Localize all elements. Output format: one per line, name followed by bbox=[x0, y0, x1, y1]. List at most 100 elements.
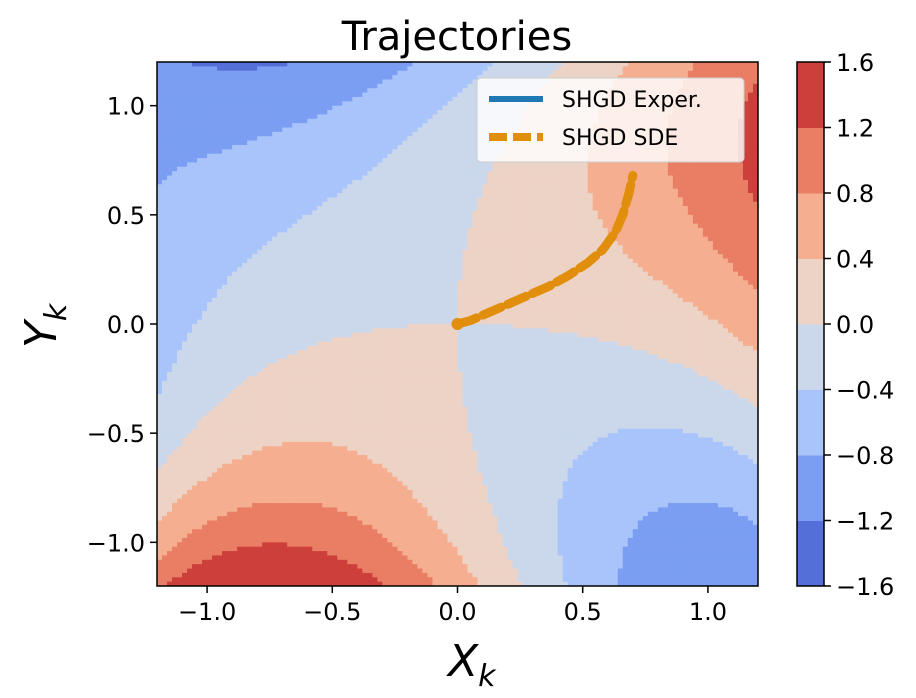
contour-cell bbox=[287, 485, 293, 491]
contour-cell bbox=[197, 424, 203, 430]
contour-cell bbox=[312, 503, 318, 508]
contour-cell bbox=[222, 310, 228, 316]
contour-cell bbox=[207, 171, 213, 177]
contour-cell bbox=[322, 415, 328, 421]
contour-cell bbox=[157, 197, 163, 203]
contour-cell bbox=[312, 476, 318, 482]
contour-cell bbox=[287, 136, 293, 142]
contour-cell bbox=[197, 271, 203, 277]
contour-cell bbox=[227, 476, 233, 482]
contour-cell bbox=[332, 468, 338, 474]
contour-cell bbox=[322, 476, 328, 482]
contour-cell bbox=[252, 385, 258, 391]
contour-cell bbox=[292, 380, 298, 386]
contour-cell bbox=[247, 214, 253, 220]
contour-cell bbox=[197, 153, 203, 159]
contour-cell bbox=[162, 166, 168, 172]
contour-cell bbox=[342, 485, 348, 491]
contour-cell bbox=[222, 188, 228, 194]
contour-cell bbox=[357, 389, 363, 395]
contour-cell bbox=[357, 66, 363, 72]
contour-cell bbox=[177, 88, 183, 94]
contour-cell bbox=[357, 245, 363, 251]
contour-cell bbox=[317, 302, 323, 308]
contour-cell bbox=[212, 101, 218, 107]
contour-cell bbox=[297, 446, 303, 452]
contour-cell bbox=[317, 577, 323, 583]
contour-cell bbox=[267, 275, 273, 281]
contour-cell bbox=[192, 433, 198, 439]
contour-cell bbox=[277, 175, 283, 181]
contour-cell bbox=[157, 245, 163, 251]
contour-cell bbox=[187, 219, 193, 225]
contour-cell bbox=[312, 354, 318, 360]
contour-cell bbox=[297, 227, 303, 233]
contour-cell bbox=[187, 524, 193, 530]
contour-cell bbox=[252, 206, 258, 212]
contour-cell bbox=[267, 188, 273, 194]
contour-cell bbox=[197, 184, 203, 190]
contour-cell bbox=[337, 210, 343, 216]
contour-cell bbox=[317, 96, 323, 102]
contour-cell bbox=[187, 123, 193, 129]
contour-cell bbox=[332, 520, 338, 526]
contour-cell bbox=[212, 485, 218, 491]
contour-cell bbox=[192, 559, 198, 565]
contour-cell bbox=[247, 179, 253, 185]
contour-cell bbox=[247, 446, 253, 452]
contour-cell bbox=[312, 236, 318, 242]
contour-cell bbox=[292, 197, 298, 203]
contour-cell bbox=[162, 337, 168, 343]
contour-cell bbox=[212, 406, 218, 412]
contour-cell bbox=[237, 144, 243, 150]
contour-cell bbox=[252, 105, 258, 111]
contour-cell bbox=[182, 402, 188, 408]
contour-cell bbox=[277, 328, 283, 334]
contour-cell bbox=[227, 503, 233, 508]
contour-cell bbox=[207, 455, 213, 460]
contour-cell bbox=[217, 472, 223, 478]
contour-cell bbox=[217, 393, 223, 399]
contour-cell bbox=[172, 363, 178, 369]
contour-cell bbox=[327, 280, 333, 286]
contour-cell bbox=[197, 171, 203, 177]
contour-cell bbox=[277, 420, 283, 426]
contour-cell bbox=[357, 402, 363, 408]
contour-cell bbox=[272, 101, 278, 107]
contour-cell bbox=[207, 555, 213, 561]
contour-cell bbox=[302, 188, 308, 194]
contour-cell bbox=[362, 363, 368, 369]
contour-cell bbox=[357, 398, 363, 404]
contour-cell bbox=[172, 507, 178, 513]
contour-cell bbox=[322, 568, 328, 574]
contour-cell bbox=[162, 546, 168, 552]
contour-cell bbox=[342, 223, 348, 229]
contour-cell bbox=[182, 297, 188, 303]
contour-cell bbox=[272, 389, 278, 395]
contour-cell bbox=[352, 105, 358, 111]
contour-cell bbox=[257, 350, 263, 356]
contour-cell bbox=[197, 537, 203, 543]
contour-cell bbox=[162, 197, 168, 203]
contour-cell bbox=[302, 577, 308, 583]
contour-cell bbox=[337, 489, 343, 495]
contour-cell bbox=[177, 468, 183, 474]
contour-cell bbox=[227, 123, 233, 129]
contour-cell bbox=[327, 254, 333, 260]
contour-cell bbox=[342, 88, 348, 94]
contour-cell bbox=[162, 568, 168, 574]
contour-cell bbox=[292, 402, 298, 408]
contour-cell bbox=[307, 546, 313, 552]
contour-cell bbox=[287, 127, 293, 133]
contour-cell bbox=[257, 433, 263, 439]
contour-cell bbox=[177, 188, 183, 194]
contour-cell bbox=[252, 140, 258, 146]
contour-cell bbox=[187, 463, 193, 469]
contour-cell bbox=[252, 363, 258, 369]
contour-cell bbox=[197, 385, 203, 391]
contour-cell bbox=[172, 105, 178, 111]
contour-cell bbox=[297, 520, 303, 526]
contour-cell bbox=[157, 433, 163, 439]
contour-cell bbox=[272, 555, 278, 561]
contour-cell bbox=[342, 271, 348, 277]
